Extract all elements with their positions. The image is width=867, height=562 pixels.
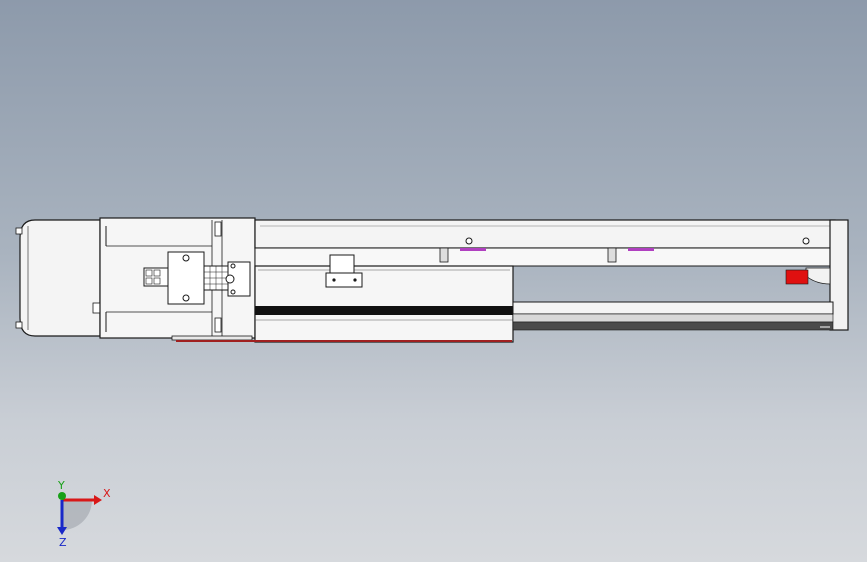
coupling-mesh (204, 266, 228, 290)
coupling-internals (143, 251, 251, 305)
y-axis-dot (58, 492, 66, 500)
upper-rail (254, 219, 836, 267)
coupling-grid (145, 269, 161, 285)
x-axis-label: X (103, 487, 111, 500)
motor-housing (15, 219, 101, 337)
lower-rail (512, 301, 834, 331)
orientation-triad: X Y Z (57, 479, 111, 549)
end-cap (785, 219, 849, 331)
purple-marker-2 (628, 248, 654, 251)
purple-marker-1 (460, 248, 486, 251)
y-axis-label: Y (57, 479, 65, 492)
limit-sensor (785, 269, 809, 285)
z-axis-label: Z (59, 536, 67, 549)
